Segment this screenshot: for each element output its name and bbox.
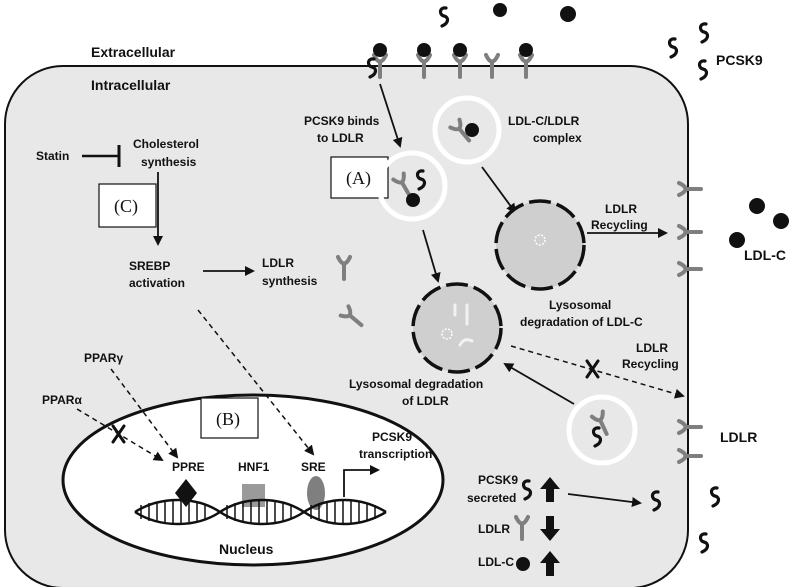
sre-label: SRE	[301, 460, 326, 474]
up-arrow-ldlc	[540, 551, 560, 576]
lyso-ldlc-label-2: degradation of LDL-C	[520, 315, 643, 329]
nucleus-label: Nucleus	[219, 541, 274, 557]
degraded-ldlr-fragments	[453, 303, 474, 347]
ppar-alpha-label: PPARα	[42, 393, 82, 407]
extracellular-molecules-top	[438, 3, 710, 81]
arrow-membrane-pcsk9-complex	[379, 83, 403, 148]
box-a-label: (A)	[346, 168, 371, 189]
pcsk9-top-label: PCSK9	[716, 52, 763, 68]
recycling-block-cross	[585, 359, 600, 379]
pcsk9-ldlr-endosome	[376, 150, 448, 222]
pcsk9-ldlr-endosome-bottom	[566, 394, 638, 466]
box-b-label: (B)	[216, 409, 240, 430]
ldlr-right-label: LDLR	[720, 429, 757, 445]
dna-helix	[134, 498, 387, 526]
lyso-ldlc-label-1: Lysosomal	[549, 298, 611, 312]
arrow-blocked-recycling	[510, 345, 685, 399]
pcsk9-secreted-label-2: secreted	[467, 491, 516, 505]
pcsk9-transcription-label-2: transcription	[359, 447, 432, 461]
pcsk9-secreted-label-1: PCSK9	[478, 473, 518, 487]
recycling-bottom-label-2: Recycling	[622, 357, 679, 371]
legend-ldlc-icon	[516, 557, 530, 571]
ppar-gamma-label: PPARγ	[84, 351, 123, 365]
arrow-endosome-to-lysosome-ldlr	[503, 362, 575, 405]
extracellular-label: Extracellular	[91, 44, 176, 60]
membrane-receptors-top	[366, 43, 534, 79]
ldlc-right-label: LDL-C	[744, 247, 786, 263]
complex-label-2: complex	[533, 131, 582, 145]
transcription-arrow	[343, 465, 380, 497]
box-b	[200, 397, 259, 439]
ppar-alpha-block-cross	[111, 424, 126, 444]
down-arrow-ldlr	[540, 516, 560, 541]
arrow-ppar-gamma-ppre	[110, 368, 179, 459]
pcsk9-ldlr-complex-icon	[391, 169, 427, 207]
legend-ldlc-label: LDL-C	[478, 555, 514, 569]
ldlr-synthesis-label-2: synthesis	[262, 274, 318, 288]
cholesterol-label-1: Cholesterol	[133, 137, 199, 151]
arrow-pcsk9-secretion	[567, 493, 642, 507]
legend-ldlr-label: LDLR	[478, 522, 510, 536]
ldlr-synthesis-label-1: LDLR	[262, 256, 294, 270]
statin-label: Statin	[36, 149, 69, 163]
lyso-ldlr-label-1: Lysosomal degradation	[349, 377, 483, 391]
pcsk9-binds-label-1: PCSK9 binds	[304, 114, 380, 128]
ldlc-ldlr-complex-icon	[448, 117, 479, 147]
lyso-ldlr-label-2: of LDLR	[402, 394, 449, 408]
up-arrow-pcsk9	[540, 477, 560, 502]
hnf1-shape	[242, 484, 265, 507]
ldlc-ldlr-endosome	[432, 95, 502, 165]
arrow-complex-lysosome-ldlc	[481, 166, 517, 214]
ldlc-right	[729, 198, 789, 248]
sre-shape	[307, 476, 325, 510]
recycling-top-label-2: Recycling	[591, 218, 648, 232]
srebp-label-2: activation	[129, 276, 185, 290]
degraded-particle	[441, 328, 453, 340]
recycling-bottom-label-1: LDLR	[636, 341, 668, 355]
box-c	[98, 183, 157, 228]
cholesterol-label-2: synthesis	[141, 155, 197, 169]
srebp-label-1: SREBP	[129, 259, 170, 273]
complex-label-1: LDL-C/LDLR	[508, 114, 580, 128]
ppre-label: PPRE	[172, 460, 205, 474]
pcsk9-binds-label-2: to LDLR	[317, 131, 364, 145]
box-c-label: (C)	[114, 196, 138, 217]
hnf1-label: HNF1	[238, 460, 270, 474]
degraded-ldlc-dot	[534, 234, 546, 246]
intracellular-label: Intracellular	[91, 77, 171, 93]
recycling-top-label-1: LDLR	[605, 202, 637, 216]
pcsk9-transcription-label-1: PCSK9	[372, 430, 412, 444]
arrow-srebp-sre	[197, 309, 315, 456]
arrow-endosome-lysosome-ldlr	[422, 229, 441, 283]
lysosome-ldlr	[411, 282, 503, 374]
